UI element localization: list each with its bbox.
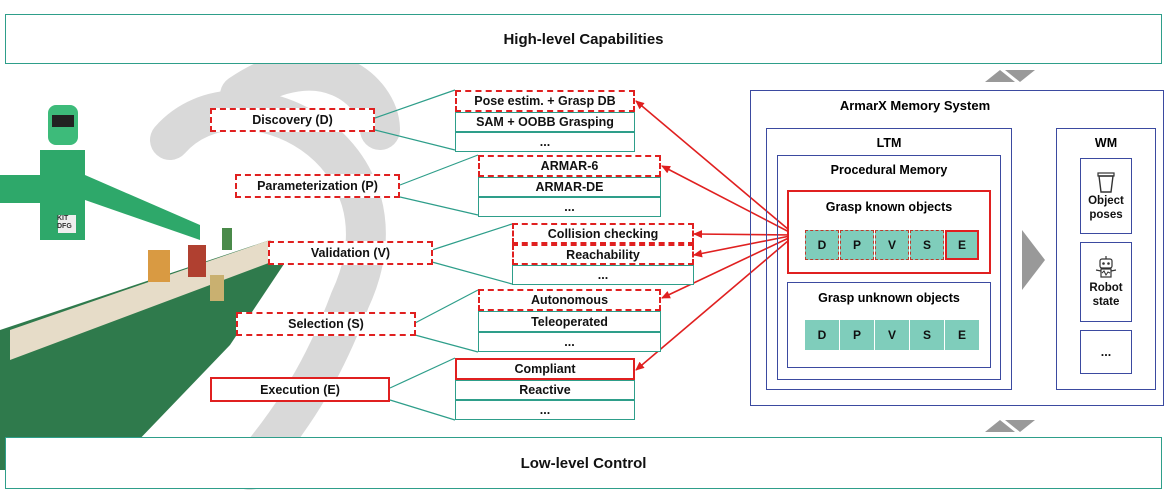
option-reactive: Reactive — [455, 380, 635, 400]
grasp-unknown-box — [787, 282, 991, 368]
robot-badge: KIT DFG — [57, 215, 72, 230]
low-level-control-bar: Low-level Control — [5, 437, 1162, 489]
stage-label-execution: Execution (E) — [210, 377, 390, 402]
option-more: ... — [455, 132, 635, 152]
option-autonomous: Autonomous — [478, 289, 661, 311]
cup-icon — [1097, 172, 1115, 193]
option-collision-checking: Collision checking — [512, 223, 694, 244]
grasp-unknown-title: Grasp unknown objects — [818, 291, 960, 305]
known-tile-e: E — [945, 230, 979, 260]
option-more: ... — [478, 332, 661, 352]
grasp-known-title: Grasp known objects — [825, 200, 953, 214]
ltm-title: LTM — [876, 136, 902, 150]
option-sam-oobb: SAM + OOBB Grasping — [455, 112, 635, 132]
procedural-memory-title: Procedural Memory — [830, 163, 948, 177]
option-pose-estim-grasp-db: Pose estim. + Grasp DB — [455, 90, 635, 112]
option-more: ... — [455, 400, 635, 420]
option-armar-de: ARMAR-DE — [478, 177, 661, 197]
option-compliant: Compliant — [455, 358, 635, 380]
option-armar-6: ARMAR-6 — [478, 155, 661, 177]
option-teleoperated: Teleoperated — [478, 311, 661, 332]
wm-more: ... — [1080, 330, 1132, 374]
unknown-tile-s: S — [910, 320, 944, 350]
unknown-tile-e: E — [945, 320, 979, 350]
ltm-box — [766, 128, 1012, 390]
robot-icon — [1095, 256, 1117, 278]
stage-label-validation: Validation (V) — [268, 241, 433, 265]
wm-object-poses: Object poses — [1080, 158, 1132, 234]
known-tile-s: S — [910, 230, 944, 260]
known-tile-v: V — [875, 230, 909, 260]
memory-system-title: ArmarX Memory System — [839, 98, 991, 113]
stage-label-parameterization: Parameterization (P) — [235, 174, 400, 198]
wm-robot-state: Robot state — [1080, 242, 1132, 322]
wm-box — [1056, 128, 1156, 390]
robot-illustration — [0, 105, 290, 470]
procedural-memory-box — [777, 155, 1001, 380]
wm-title: WM — [1094, 136, 1118, 150]
known-tile-p: P — [840, 230, 874, 260]
high-level-capabilities-bar: High-level Capabilities — [5, 14, 1162, 64]
option-more: ... — [512, 265, 694, 285]
unknown-tile-p: P — [840, 320, 874, 350]
option-reachability: Reachability — [512, 244, 694, 265]
known-tile-d: D — [805, 230, 839, 260]
unknown-tile-v: V — [875, 320, 909, 350]
option-more: ... — [478, 197, 661, 217]
stage-label-discovery: Discovery (D) — [210, 108, 375, 132]
stage-label-selection: Selection (S) — [236, 312, 416, 336]
unknown-tile-d: D — [805, 320, 839, 350]
